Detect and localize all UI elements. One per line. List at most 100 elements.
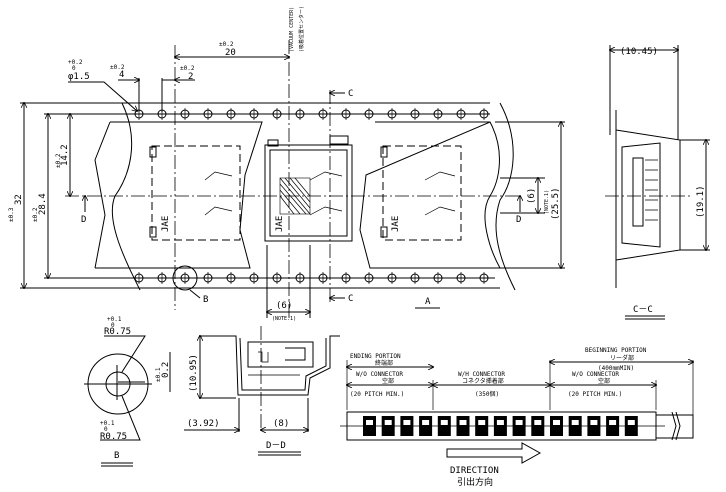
vacuum-tol: ±0.2	[219, 41, 234, 48]
reel-pocket-window	[403, 420, 411, 425]
beginning-portion-jp: リーダ部	[610, 354, 634, 362]
dim-28-4-tol: ±0.2	[32, 207, 39, 222]
reel-pockets	[363, 416, 638, 436]
offset-dim: 2	[188, 72, 193, 82]
b-top-tol-zero: 0	[111, 322, 115, 329]
wo-connector-begin: W/O CONNECTOR	[572, 371, 619, 378]
cc-width: (10.45)	[620, 47, 658, 57]
dim-14-2: 14.2	[60, 144, 70, 166]
connector-ghost-left: JAE	[149, 145, 241, 241]
reel-pocket	[512, 416, 526, 436]
wh-connector: W/H CONNECTOR	[458, 371, 505, 378]
note1-right: (NOTE.1)	[544, 190, 550, 214]
reel-pocket	[437, 416, 451, 436]
reel-pocket-window	[440, 420, 448, 425]
b-offset-tol: ±0.1	[155, 367, 162, 382]
reel-pocket	[493, 416, 507, 436]
reel-pocket	[419, 416, 433, 436]
reel-pocket-window	[515, 420, 523, 425]
reel-pocket	[381, 416, 395, 436]
reel-pocket-window	[459, 420, 467, 425]
reel-pocket	[624, 416, 638, 436]
reel-pocket	[400, 416, 414, 436]
direction-label: DIRECTION	[450, 466, 499, 476]
cc-height: (19.1)	[696, 185, 706, 218]
b-title: B	[114, 451, 119, 461]
b-bot-radius: R0.75	[100, 432, 127, 442]
b-top-radius: R0.75	[104, 327, 131, 337]
dim-6-bottom: (6)	[276, 301, 292, 311]
reel-pocket	[550, 416, 563, 436]
reel-tape-view: ENDING PORTION 終端部 W/O CONNECTOR 空部 (20 …	[340, 347, 693, 488]
vacuum-dim: 20	[225, 48, 236, 58]
reel-pocket-window	[627, 420, 635, 425]
dim-32: 32	[14, 194, 24, 205]
reel-pocket-window	[366, 420, 373, 425]
detail-b-view: +0.1 0 R0.75 +0.1 0 R0.75 ±0.1 0.2 B	[84, 316, 171, 467]
reel-pocket	[475, 416, 489, 436]
reel-pocket-window	[553, 420, 560, 425]
pitch-min-begin: (20 PITCH MIN.)	[568, 391, 622, 398]
pitch-min-end: (20 PITCH MIN.)	[350, 391, 404, 398]
direction-label-jp: 引出方向	[457, 476, 493, 488]
wo-connector-begin-jp: 空部	[598, 377, 610, 385]
reel-pocket	[606, 416, 620, 436]
b-bot-tol-zero: 0	[104, 426, 108, 433]
vacuum-center-label-jp: (吸着位置センター)	[298, 6, 305, 52]
dd-height: (10.95)	[189, 354, 199, 392]
hole-tol-plus: +0.2	[68, 59, 83, 66]
reel-pocket	[568, 416, 582, 436]
reel-pocket-window	[496, 420, 504, 425]
brand-label-right: JAE	[391, 216, 401, 232]
offset-tol: ±0.2	[180, 65, 195, 72]
dd-right-dim: (8)	[273, 419, 289, 429]
tape-main-view: JAE JAE JAE C C D D	[8, 6, 565, 322]
b-offset: 0.2	[161, 362, 171, 378]
section-c-top-label: C	[348, 89, 353, 99]
dim-28-4: 28.4	[38, 193, 48, 215]
detail-b-callout: B	[203, 295, 208, 305]
brand-label-left: JAE	[161, 216, 171, 232]
dim-14-2-tol: ±0.2	[55, 153, 62, 168]
wo-connector-end-jp: 空部	[382, 377, 394, 385]
hole-tol-zero: 0	[72, 65, 76, 72]
dd-title: D－D	[266, 441, 286, 451]
section-d-right-label: D	[516, 215, 521, 225]
section-d-left-label: D	[81, 215, 86, 225]
pitch-dim: 4	[119, 70, 124, 80]
reel-pocket-window	[609, 420, 617, 425]
label-a: A	[425, 297, 431, 307]
section-dd-view: (10.95) (3.92) (8) D－D	[184, 326, 340, 456]
reel-pocket-window	[534, 420, 542, 425]
cc-title: C－C	[633, 305, 653, 315]
cavity-right-outline	[359, 121, 501, 269]
reel-pocket-window	[571, 420, 579, 425]
reel-pocket	[531, 416, 545, 436]
wh-count: (350個)	[475, 390, 499, 398]
hole-diameter: φ1.5	[68, 72, 90, 82]
dim-25-5: (25.5)	[551, 187, 561, 220]
section-cc-view: (10.45) (19.1) C－C	[605, 45, 710, 320]
reel-pocket	[363, 416, 376, 436]
dd-left-dim: (3.92)	[187, 419, 220, 429]
b-bot-tol-plus: +0.1	[100, 420, 115, 427]
beginning-portion: BEGINNING PORTION	[585, 347, 647, 354]
dim-6-right: (6)	[527, 188, 537, 204]
reel-pocket-window	[384, 420, 392, 425]
tape-break-right	[495, 102, 516, 291]
section-c-bottom-label: C	[348, 294, 353, 304]
tape-break-left	[94, 102, 141, 291]
reel-pocket-window	[422, 420, 430, 425]
ending-portion-jp: 終端部	[375, 359, 393, 367]
b-top-tol-plus: +0.1	[107, 316, 122, 323]
wo-connector-end: W/O CONNECTOR	[356, 371, 403, 378]
ending-portion: ENDING PORTION	[350, 353, 401, 360]
connector-ghost-right: JAE	[380, 145, 462, 241]
pitch-tol: ±0.2	[110, 64, 125, 71]
detail-b-marker	[172, 265, 198, 291]
reel-pocket	[587, 416, 601, 436]
note1-bottom: (NOTE.1)	[272, 316, 296, 322]
connector-center: JAE	[264, 135, 353, 242]
